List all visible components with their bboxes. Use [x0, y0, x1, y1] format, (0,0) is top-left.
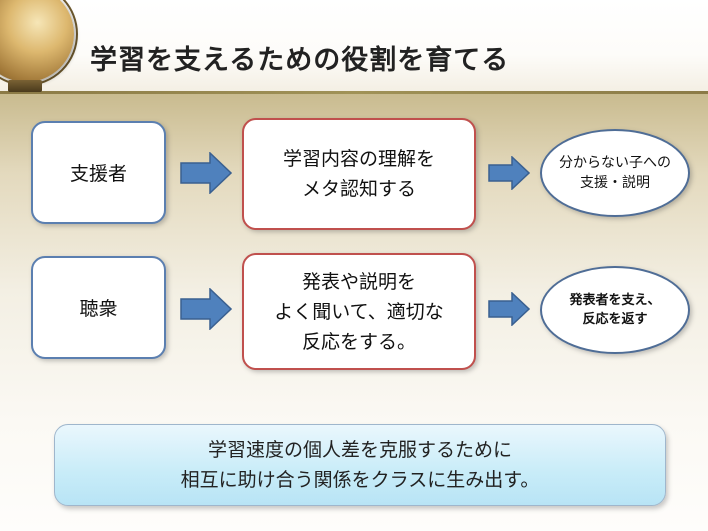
result-text: 発表者を支え、 反応を返す: [569, 291, 660, 329]
result-oval-supporter: 分からない子への 支援・説明: [540, 129, 690, 217]
role-box-supporter: 支援者: [31, 121, 166, 224]
action-line: 発表や説明を: [301, 270, 416, 293]
action-box-supporter: 学習内容の理解を メタ認知する: [242, 118, 476, 230]
slide-title: 学習を支えるための役割を育てる: [90, 45, 510, 76]
role-box-audience: 聴衆: [31, 256, 166, 359]
action-line: メタ認知する: [301, 178, 416, 200]
globe-stand: [8, 80, 42, 92]
summary-line: 学習速度の個人差を克服するために: [207, 439, 512, 461]
right-arrow-icon: [488, 156, 530, 190]
action-line: 学習内容の理解を: [282, 148, 435, 170]
role-label: 聴衆: [79, 298, 118, 320]
right-arrow-icon: [488, 292, 530, 326]
summary-text: 学習速度の個人差を克服するために 相互に助け合う関係をクラスに生み出す。: [181, 435, 540, 495]
summary-box: 学習速度の個人差を克服するために 相互に助け合う関係をクラスに生み出す。: [54, 424, 666, 506]
right-arrow-icon: [180, 152, 232, 194]
result-text: 分からない子への 支援・説明: [559, 153, 671, 193]
header-band: [0, 0, 708, 91]
right-arrow-icon: [180, 288, 232, 330]
summary-line: 相互に助け合う関係をクラスに生み出す。: [180, 469, 540, 491]
result-line: 分からない子への: [559, 155, 671, 171]
result-line: 支援・説明: [580, 175, 650, 191]
action-line: 反応をする。: [301, 330, 416, 353]
result-oval-audience: 発表者を支え、 反応を返す: [540, 266, 690, 354]
action-line: よく聞いて、適切な: [274, 300, 444, 323]
result-line: 発表者を支え、: [569, 293, 661, 308]
role-label: 支援者: [69, 163, 127, 185]
result-line: 反応を返す: [582, 312, 648, 327]
action-box-audience: 発表や説明を よく聞いて、適切な 反応をする。: [242, 253, 476, 370]
action-text: 発表や説明を よく聞いて、適切な 反応をする。: [274, 267, 443, 357]
header-rule: [0, 91, 708, 94]
action-text: 学習内容の理解を メタ認知する: [283, 144, 435, 204]
